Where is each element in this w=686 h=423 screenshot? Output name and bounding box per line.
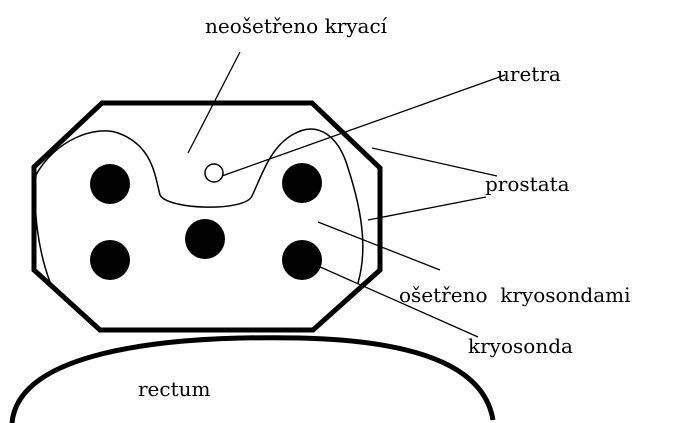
treated-zone-boundary-left (35, 175, 50, 282)
leader-prostate-bottom (368, 197, 486, 220)
cryoprobe-dot (185, 219, 225, 259)
prostate-outline (34, 103, 380, 330)
urethra-marker (205, 164, 223, 182)
cryoprobe-dot (282, 163, 322, 203)
cryoprobe-dot (282, 240, 322, 280)
label-rectum: rectum (138, 379, 210, 399)
leader-prostate-top (372, 148, 497, 176)
label-prostate: prostata (485, 174, 570, 194)
cryoprobe-dot (90, 240, 130, 280)
label-treated: ošetřeno kryosondami (399, 285, 631, 305)
label-untreated: neošetřeno kryací (205, 16, 387, 36)
label-probe: kryosonda (468, 336, 573, 356)
leader-urethra (222, 75, 505, 176)
cryoprobe-dot (90, 164, 130, 204)
rectum-outline (12, 338, 493, 423)
label-urethra: uretra (497, 64, 561, 84)
